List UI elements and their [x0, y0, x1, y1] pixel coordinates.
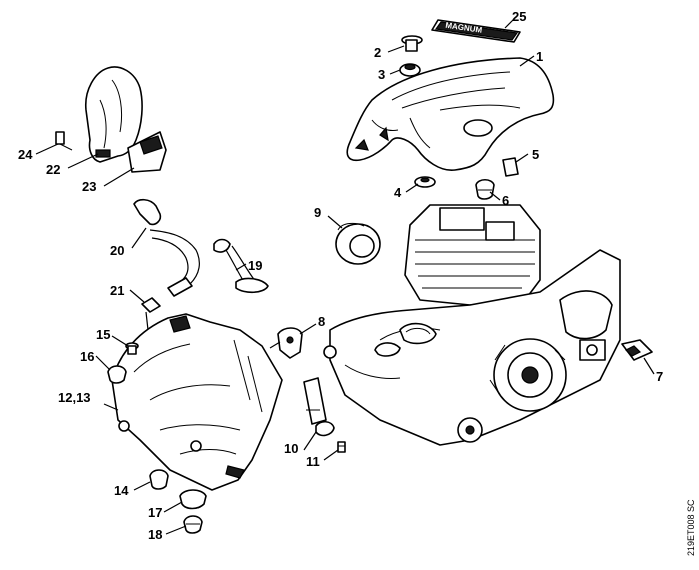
part-1-shroud — [346, 57, 555, 171]
callout-16: 16 — [80, 349, 94, 364]
part-21-fuel-pickup — [141, 297, 161, 331]
part-22-chain-sprocket-cover — [85, 66, 143, 163]
callout-3: 3 — [378, 67, 385, 82]
part-4-washer — [414, 176, 436, 188]
callout-5: 5 — [532, 147, 539, 162]
callout-labels: 25 2 3 1 5 4 6 9 24 22 23 20 19 21 8 15 … — [18, 9, 663, 542]
part-17-buffer — [179, 489, 207, 510]
part-12-13-tank-housing — [111, 313, 283, 491]
part-11-screw — [337, 441, 346, 453]
part-18-buffer — [183, 515, 203, 534]
callout-22: 22 — [46, 162, 60, 177]
part-24-screw — [55, 131, 73, 151]
callout-14: 14 — [114, 483, 129, 498]
callout-9: 9 — [314, 205, 321, 220]
callout-11: 11 — [306, 454, 320, 469]
part-5-sleeve — [502, 157, 519, 177]
part-8-bracket — [269, 327, 303, 359]
callout-8: 8 — [318, 314, 325, 329]
callout-6: 6 — [502, 193, 509, 208]
part-19-impulse-hose — [213, 238, 269, 294]
callout-24: 24 — [18, 147, 33, 162]
part-10-plate — [303, 377, 335, 437]
callout-10: 10 — [284, 441, 298, 456]
part-3-grommet — [399, 63, 421, 77]
part-25-badge: MAGNUM — [431, 19, 521, 43]
part-20-fuel-hose — [133, 198, 200, 297]
part-14-buffer — [149, 469, 169, 490]
callout-2: 2 — [374, 45, 381, 60]
part-15-screw — [125, 342, 139, 355]
callout-19: 19 — [248, 258, 262, 273]
part-9-manifold — [335, 222, 381, 265]
callout-4: 4 — [394, 185, 402, 200]
part-7-annular-buffer — [621, 339, 653, 361]
callout-20: 20 — [110, 243, 124, 258]
part-6-rubber-buffer — [475, 178, 495, 200]
callout-7: 7 — [656, 369, 663, 384]
callout-21: 21 — [110, 283, 124, 298]
callout-12-13: 12,13 — [58, 390, 91, 405]
callout-15: 15 — [96, 327, 110, 342]
callout-18: 18 — [148, 527, 162, 542]
drawing-code: 219ET008 SC — [686, 499, 696, 556]
engine-assembly — [323, 204, 621, 446]
part-2-screw — [401, 35, 423, 52]
part-23-cover-piece — [127, 131, 167, 173]
callout-23: 23 — [82, 179, 96, 194]
callout-17: 17 — [148, 505, 162, 520]
callout-25: 25 — [512, 9, 526, 24]
part-16-plug — [107, 365, 127, 384]
leader-lines — [35, 19, 655, 535]
callout-1: 1 — [536, 49, 543, 64]
